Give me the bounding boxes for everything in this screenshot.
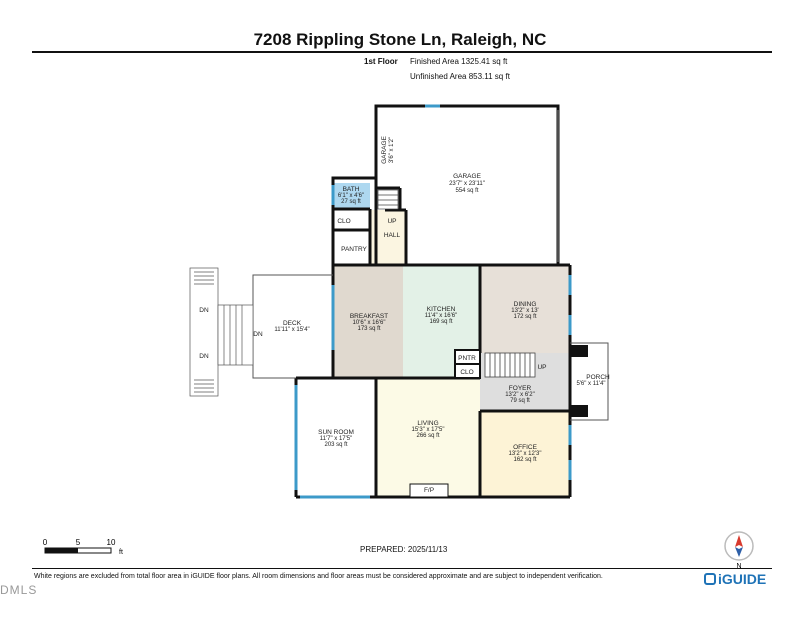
label-bath: BATH 6'1" x 4'6" 27 sq ft — [338, 186, 364, 205]
svg-text:SUN ROOM: SUN ROOM — [318, 429, 354, 436]
label-clo1: CLO — [337, 218, 350, 225]
label-foyer: FOYER 13'2" x 6'2" 79 sq ft — [505, 385, 535, 404]
label-dining: DINING 13'2" x 13' 172 sq ft — [511, 301, 538, 320]
office-fill — [480, 411, 570, 497]
compass-icon: N — [724, 531, 754, 570]
svg-text:172 sq ft: 172 sq ft — [513, 314, 536, 320]
scale-bar: 0 5 10 ft — [43, 538, 123, 556]
hall-stairs — [377, 189, 399, 210]
label-dn-2: DN — [199, 353, 209, 360]
footer-divider — [32, 568, 772, 569]
porch-outline — [570, 342, 609, 421]
svg-text:N: N — [736, 563, 741, 570]
svg-text:BATH: BATH — [343, 186, 360, 193]
svg-text:27 sq ft: 27 sq ft — [341, 199, 361, 205]
svg-text:DINING: DINING — [514, 301, 537, 308]
label-up1: UP — [387, 218, 396, 225]
porch-columns — [570, 345, 588, 417]
svg-text:15'3" x 17'5": 15'3" x 17'5" — [412, 427, 445, 433]
svg-text:ft: ft — [119, 549, 123, 556]
label-breakfast: BREAKFAST 10'6" x 16'6" 173 sq ft — [350, 313, 388, 332]
label-deck: DECK 11'11" x 15'4" — [274, 320, 309, 333]
unfinished-area: Unfinished Area 853.11 sq ft — [410, 72, 510, 81]
svg-text:10'6" x 16'6": 10'6" x 16'6" — [353, 320, 386, 326]
title-divider — [32, 51, 772, 53]
svg-text:266 sq ft: 266 sq ft — [416, 433, 439, 439]
kitchen-closets — [454, 349, 481, 379]
svg-text:162 sq ft: 162 sq ft — [513, 457, 536, 463]
label-garage-small: GARAGE 3'6" x 1'2" — [381, 135, 395, 163]
svg-text:23'7" x 23'11": 23'7" x 23'11" — [449, 181, 485, 187]
svg-text:10: 10 — [107, 538, 116, 547]
breakfast-fill — [333, 265, 403, 378]
label-hall: HALL — [384, 232, 401, 239]
label-kitchen: KITCHEN 11'4" x 16'6" 169 sq ft — [425, 306, 457, 325]
label-office: OFFICE 13'2" x 12'3" 162 sq ft — [509, 444, 542, 463]
svg-text:OFFICE: OFFICE — [513, 444, 537, 451]
svg-text:GARAGE: GARAGE — [381, 135, 388, 163]
floor-label: 1st Floor — [364, 57, 398, 66]
dining-fill — [480, 265, 570, 353]
svg-text:3'6" x 1'2": 3'6" x 1'2" — [389, 137, 395, 163]
brand-name: iGUIDE — [718, 571, 767, 587]
label-clo2: CLO — [460, 369, 473, 376]
svg-text:FOYER: FOYER — [509, 385, 532, 392]
svg-text:LIVING: LIVING — [417, 420, 438, 427]
svg-text:GARAGE: GARAGE — [453, 173, 481, 180]
prepared-date: PREPARED: 2025/11/13 — [360, 545, 448, 554]
svg-text:554 sq ft: 554 sq ft — [455, 188, 478, 194]
living-fill — [376, 378, 480, 497]
label-living: LIVING 15'3" x 17'5" 266 sq ft — [412, 420, 445, 439]
label-dn-1: DN — [199, 307, 209, 314]
svg-text:0: 0 — [43, 538, 48, 547]
svg-text:13'2" x 12'3": 13'2" x 12'3" — [509, 451, 542, 457]
svg-text:11'11" x 15'4": 11'11" x 15'4" — [274, 327, 309, 333]
label-dn-3: DN — [253, 331, 263, 338]
iguide-logo-icon — [704, 573, 716, 585]
svg-text:79 sq ft: 79 sq ft — [510, 398, 530, 404]
svg-text:13'2" x 6'2": 13'2" x 6'2" — [505, 392, 535, 398]
mls-watermark: DMLS — [0, 583, 38, 597]
foyer-stairs — [484, 352, 536, 378]
fireplace — [409, 483, 449, 498]
label-garage: GARAGE 23'7" x 23'11" 554 sq ft — [449, 173, 485, 194]
finished-area: Finished Area 1325.41 sq ft — [410, 57, 508, 66]
svg-text:6'1" x 4'6": 6'1" x 4'6" — [338, 193, 364, 199]
svg-text:169 sq ft: 169 sq ft — [429, 319, 452, 325]
svg-text:173 sq ft: 173 sq ft — [357, 326, 380, 332]
svg-text:203 sq ft: 203 sq ft — [324, 442, 347, 448]
svg-text:PORCH: PORCH — [586, 374, 610, 381]
label-pantry: PANTRY — [341, 246, 367, 253]
label-porch: PORCH 5'6" x 11'4" — [576, 374, 610, 387]
svg-text:KITCHEN: KITCHEN — [427, 306, 456, 313]
label-up2: UP — [537, 364, 546, 371]
svg-text:13'2" x 13': 13'2" x 13' — [511, 308, 538, 314]
windows — [294, 275, 572, 499]
label-fp: F/P — [424, 487, 434, 494]
deck-stairs — [189, 267, 254, 397]
svg-text:DECK: DECK — [283, 320, 302, 327]
bath-fill — [333, 183, 370, 209]
label-sunroom: SUN ROOM 11'7" x 17'5" 203 sq ft — [318, 429, 354, 448]
service-walls — [331, 176, 408, 265]
label-pntr: PNTR — [458, 355, 476, 362]
svg-text:BREAKFAST: BREAKFAST — [350, 313, 388, 320]
svg-text:5'6" x 11'4": 5'6" x 11'4" — [576, 381, 605, 387]
svg-text:5: 5 — [76, 538, 81, 547]
svg-text:11'7" x 17'5": 11'7" x 17'5" — [320, 436, 352, 442]
disclaimer: White regions are excluded from total fl… — [34, 573, 603, 580]
svg-text:11'4" x 16'6": 11'4" x 16'6" — [425, 313, 457, 319]
brand-logo: iGUIDE — [704, 571, 766, 587]
page-title: 7208 Rippling Stone Ln, Raleigh, NC — [253, 30, 547, 49]
